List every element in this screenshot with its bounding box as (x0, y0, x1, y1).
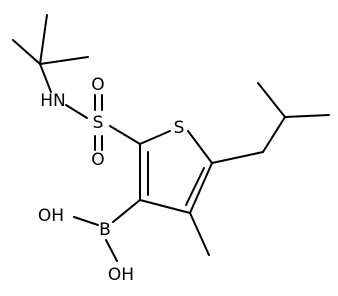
atom-sulfonyl-o-upper-label: O (91, 75, 104, 95)
bond-ring-c4-c3 (139, 199, 191, 214)
atom-boron-label: B (99, 220, 111, 240)
atom-sulfonyl-s-label: S (93, 113, 104, 133)
bond-ring-c5-c4 (189, 162, 213, 214)
atom-oh-upper-label: OH (38, 206, 64, 226)
bond-ring-s1-c5 (187, 130, 213, 164)
bond-ch-methyl-upper (257, 82, 286, 118)
bond-sulfonyl-ring (109, 125, 141, 145)
bond-tbu-nitrogen (39, 63, 52, 93)
bond-ring-c5-c4-inner (185, 167, 205, 206)
bond-tbu-methyl-3 (39, 56, 89, 65)
bond-c4-methyl (189, 212, 210, 256)
bond-c5-ch2 (211, 151, 264, 164)
bond-boron-oh-upper (73, 216, 99, 226)
bond-tbu-methyl-2 (39, 14, 48, 65)
atom-ring-s-label: S (174, 118, 185, 138)
bond-n-sulfonyl (65, 104, 88, 119)
bond-ch-methyl-right (284, 114, 330, 118)
bond-boron-oh-lower (105, 239, 118, 262)
bond-tbu-methyl-1 (12, 39, 41, 65)
atom-oh-lower-label: OH (108, 265, 134, 285)
atom-nh-label: HN (40, 91, 66, 111)
bond-ch2-ch (262, 116, 286, 153)
bond-ring-c2-s1 (139, 130, 171, 145)
bond-c3-boron (112, 199, 141, 223)
atom-sulfonyl-o-lower-label: O (91, 150, 104, 170)
